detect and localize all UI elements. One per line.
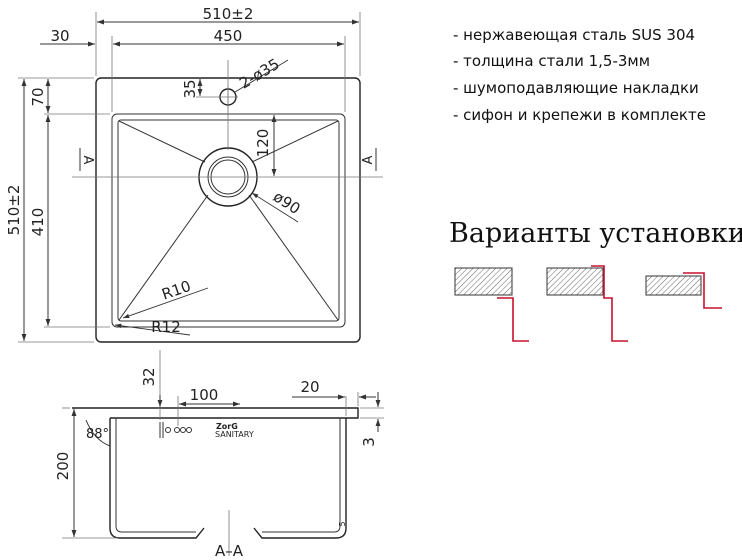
slope-line-tr	[251, 120, 339, 163]
dim-overflow-length: 100	[190, 386, 219, 404]
dim-bottom-thickness: 5	[338, 521, 347, 526]
radius-outer-leader	[122, 287, 209, 319]
slope-line-tl	[118, 120, 206, 163]
hole-leader	[234, 59, 289, 93]
dim-radius-inner: R12	[151, 318, 181, 336]
overflow-hole-3	[180, 427, 186, 433]
dim-wall-angle: 88°	[86, 427, 109, 442]
installation-variant-overmount	[645, 272, 722, 309]
brand-logo-subtext: SANITARY	[215, 430, 254, 439]
radius-inner-leader	[114, 323, 191, 336]
feature-item: - шумоподавляющие накладки	[453, 79, 699, 97]
dim-drain-diameter: ø90	[270, 188, 304, 218]
sink-profile-red	[591, 265, 628, 342]
dim-inner-width: 450	[214, 27, 243, 45]
brand-logo-text: ZorG	[216, 422, 238, 431]
section-inner-right-wall	[333, 418, 341, 533]
slope-line-br	[248, 194, 339, 321]
section-inner-left-wall	[115, 418, 123, 533]
dim-overall-height: 510±2	[5, 185, 23, 236]
overflow-hole-4	[186, 427, 192, 433]
section-rim	[72, 407, 359, 419]
dim-rim-thickness: 3	[360, 437, 378, 447]
section-bottom-right	[253, 527, 336, 539]
drain-diameter-leader	[251, 192, 299, 223]
wall-angle-arc	[85, 419, 111, 447]
dim-inner-height: 410	[29, 208, 47, 237]
sink-bowl-outer	[111, 113, 346, 328]
dim-hole-label: 2-ø35	[236, 55, 282, 93]
dim-hole-offset: 35	[181, 79, 199, 98]
overflow-hole-2	[174, 427, 180, 433]
dim-drain-offset: 120	[254, 129, 272, 158]
installation-variant-undermount	[454, 267, 529, 342]
dim-overall-width: 510±2	[203, 5, 254, 23]
features-list: - нержавеющая сталь SUS 304 - толщина ст…	[453, 26, 706, 124]
sink-profile-red	[683, 272, 722, 309]
feature-item: - сифон и крепежи в комплекте	[453, 106, 706, 124]
dim-offset: 30	[50, 27, 69, 45]
dim-radius-outer: R10	[159, 277, 193, 304]
section-label: A–A	[215, 542, 244, 560]
section-mark-right: A	[361, 155, 376, 164]
sink-profile-red	[497, 297, 529, 342]
installation-title: Варианты установки	[449, 218, 742, 249]
dim-overflow-offset: 32	[140, 367, 158, 386]
dim-section-height: 200	[54, 452, 72, 481]
dim-rim-width: 20	[300, 378, 319, 396]
installation-variant-flush	[546, 265, 628, 342]
dim-side-offset: 70	[29, 87, 47, 106]
section-view: ZorG SANITARY 32 100 20 3 200 88° 5	[54, 350, 384, 560]
section-bottom-left	[120, 527, 205, 539]
installation-variants: Варианты установки	[449, 218, 742, 342]
section-left-wall	[109, 418, 121, 539]
slope-line-bl	[118, 194, 209, 321]
overflow-hole-1	[165, 427, 171, 433]
section-mark-left: A	[80, 156, 95, 165]
feature-item: - нержавеющая сталь SUS 304	[453, 26, 695, 44]
feature-item: - толщина стали 1,5-3мм	[453, 52, 650, 70]
section-right-wall	[335, 418, 347, 539]
top-view: 510±2 450 30 35 2-ø35 70 120 510±2 410	[5, 5, 383, 343]
sink-bowl-inner	[117, 119, 340, 322]
